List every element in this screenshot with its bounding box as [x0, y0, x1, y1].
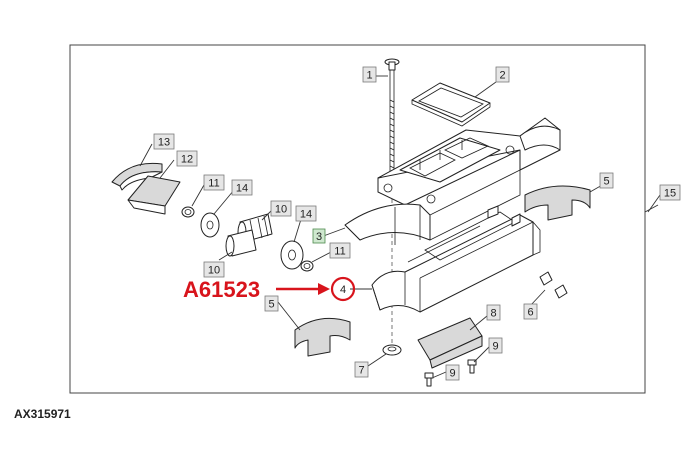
- svg-text:15: 15: [664, 188, 676, 200]
- part-oring-11-upper: [181, 206, 195, 218]
- part-clips: [539, 271, 568, 299]
- svg-text:12: 12: [181, 154, 193, 166]
- part-upper-housing: [344, 117, 561, 245]
- svg-text:11: 11: [208, 178, 219, 190]
- callout-6: 6: [523, 303, 538, 320]
- callout-3: 3: [312, 228, 326, 244]
- callout-14-lower: 14: [295, 205, 317, 222]
- svg-text:9: 9: [449, 368, 455, 380]
- diagram-frame: [69, 44, 646, 394]
- part-oring-11-lower: [300, 260, 314, 272]
- part-washer-14-lower: [280, 240, 304, 270]
- part-wedge: [417, 317, 483, 369]
- svg-text:5: 5: [603, 176, 609, 188]
- svg-text:10: 10: [275, 204, 287, 216]
- annotation-text: A61523: [183, 277, 260, 302]
- svg-text:11: 11: [334, 246, 345, 258]
- svg-text:4: 4: [340, 284, 346, 296]
- svg-text:13: 13: [158, 137, 170, 149]
- callout-7: 7: [354, 361, 369, 378]
- callout-12: 12: [176, 150, 198, 167]
- svg-text:9: 9: [492, 341, 498, 353]
- svg-text:1: 1: [366, 70, 372, 82]
- callout-2: 2: [495, 66, 510, 83]
- callout-5-right: 5: [599, 172, 614, 189]
- callout-9-left: 9: [445, 364, 460, 381]
- figure-code: AX315971: [14, 407, 71, 421]
- callout-4: 4: [330, 276, 356, 302]
- part-bushing-10-lower: [225, 229, 257, 257]
- callout-1: 1: [362, 66, 377, 83]
- part-number-annotation: A61523: [183, 277, 330, 302]
- callout-8: 8: [486, 304, 501, 321]
- part-washer-14-upper: [200, 212, 220, 238]
- svg-text:14: 14: [300, 209, 312, 221]
- callout-14-upper: 14: [231, 179, 253, 196]
- svg-text:2: 2: [499, 70, 505, 82]
- callout-10-lower: 10: [203, 261, 225, 278]
- highlight-circle: [330, 276, 356, 302]
- svg-text:7: 7: [358, 365, 364, 377]
- part-bearing-shell-right: [524, 185, 591, 221]
- callout-11-upper: 11: [203, 174, 225, 191]
- part-lower-housing: [371, 205, 541, 313]
- part-bolt: [384, 58, 400, 345]
- callout-5-left: 5: [264, 295, 279, 312]
- part-bearing-shell-left: [294, 317, 351, 357]
- callout-10-upper: 10: [270, 200, 292, 217]
- svg-text:8: 8: [490, 308, 496, 320]
- part-cover-12: [127, 175, 181, 215]
- svg-text:14: 14: [236, 183, 248, 195]
- part-gasket-plate: [411, 82, 491, 127]
- svg-text:6: 6: [527, 307, 533, 319]
- callout-15: 15: [659, 184, 681, 201]
- part-screws: [424, 359, 477, 387]
- part-nut: [382, 344, 402, 356]
- callout-11-lower: 11: [329, 242, 351, 259]
- callout-9-right: 9: [488, 337, 503, 354]
- svg-text:3: 3: [316, 231, 322, 243]
- svg-text:10: 10: [208, 265, 220, 277]
- callout-13: 13: [153, 133, 175, 150]
- svg-text:5: 5: [268, 299, 274, 311]
